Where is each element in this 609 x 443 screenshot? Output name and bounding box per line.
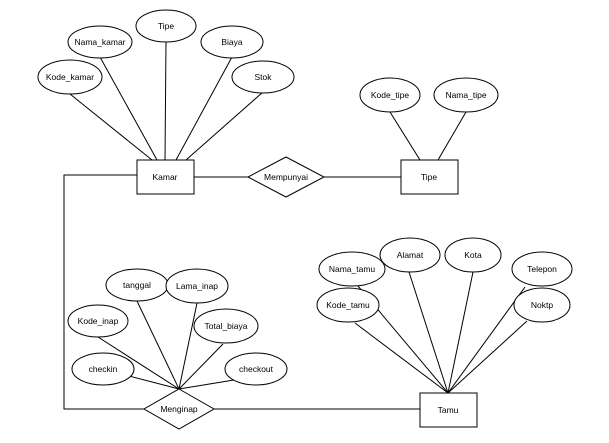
attribute-label: Kode_inap	[78, 316, 119, 326]
attribute-alamat: Alamat	[379, 237, 441, 273]
attribute-checkout: checkout	[224, 352, 288, 386]
relationship-mempunyai: Mempunyai	[246, 156, 326, 198]
attribute-nama-tamu: Nama_tamu	[318, 251, 386, 287]
attribute-label: Biaya	[221, 37, 243, 47]
attribute-label: Tipe	[158, 21, 174, 31]
line-total-biaya	[178, 343, 224, 390]
entity-label: Tipe	[421, 172, 437, 182]
attribute-tanggal: tanggal	[105, 268, 169, 302]
attribute-label: Nama_tipe	[445, 90, 486, 100]
attribute-label: Kode_tipe	[371, 90, 410, 100]
line-kota	[447, 271, 474, 394]
attribute-label: Kota	[464, 250, 482, 260]
entity-kamar: Kamar	[136, 159, 195, 195]
entity-tipe: Tipe	[400, 159, 459, 195]
line-alamat	[408, 271, 449, 394]
attribute-label: checkin	[89, 364, 118, 374]
attribute-kode-tamu: Kode_tamu	[316, 287, 380, 323]
line-nama-tipe	[437, 111, 467, 161]
attribute-kota: Kota	[444, 237, 502, 273]
line-biaya	[175, 56, 233, 161]
entity-label: Kamar	[152, 172, 177, 182]
attribute-label: Kode_tamu	[326, 300, 370, 310]
line-kode-inap	[97, 336, 180, 390]
attribute-label: Stok	[254, 72, 272, 82]
attribute-noktp: Noktp	[513, 287, 571, 323]
line-kode-kamar	[69, 93, 153, 161]
attribute-label: Telepon	[527, 264, 557, 274]
relationship-menginap: Menginap	[142, 388, 216, 430]
attribute-biaya: Biaya	[200, 25, 264, 59]
attribute-label: tanggal	[123, 280, 151, 290]
attribute-kode-inap: Kode_inap	[67, 304, 129, 338]
attribute-label: Kode_kamar	[46, 72, 94, 82]
attribute-label: Nama_tamu	[329, 264, 376, 274]
attribute-kode-kamar: Kode_kamar	[37, 59, 103, 95]
entity-tamu: Tamu	[419, 392, 478, 428]
attribute-total-biaya: Total_biaya	[193, 308, 259, 344]
attribute-tipe-kamar: Tipe	[135, 9, 197, 43]
line-telepon	[447, 286, 526, 394]
attribute-label: checkout	[239, 364, 274, 374]
line-kode-tamu	[354, 322, 449, 394]
line-lama-inap	[178, 302, 198, 390]
attribute-label: Nama_kamar	[74, 37, 125, 47]
relationship-label: Menginap	[160, 404, 198, 414]
entity-label: Tamu	[438, 405, 459, 415]
line-tanggal	[136, 300, 180, 390]
relationship-label: Mempunyai	[264, 172, 308, 182]
line-nama-kamar	[99, 56, 158, 161]
attribute-kode-tipe: Kode_tipe	[359, 77, 421, 113]
attribute-label: Alamat	[397, 250, 424, 260]
line-kamar-menginap	[63, 174, 144, 410]
line-tipe-kamar	[164, 41, 167, 161]
line-kode-tipe	[389, 111, 421, 161]
attribute-nama-kamar: Nama_kamar	[67, 25, 133, 59]
line-noktp	[447, 320, 528, 394]
attribute-nama-tipe: Nama_tipe	[433, 77, 499, 113]
attribute-checkin: checkin	[71, 352, 135, 386]
attribute-telepon: Telepon	[511, 251, 573, 287]
attribute-lama-inap: Lama_inap	[165, 268, 229, 304]
line-stok	[185, 91, 264, 161]
attribute-label: Total_biaya	[204, 321, 247, 331]
attribute-stok: Stok	[231, 60, 295, 94]
attribute-label: Noktp	[531, 300, 553, 310]
attribute-label: Lama_inap	[176, 281, 218, 291]
line-checkout	[178, 378, 241, 390]
